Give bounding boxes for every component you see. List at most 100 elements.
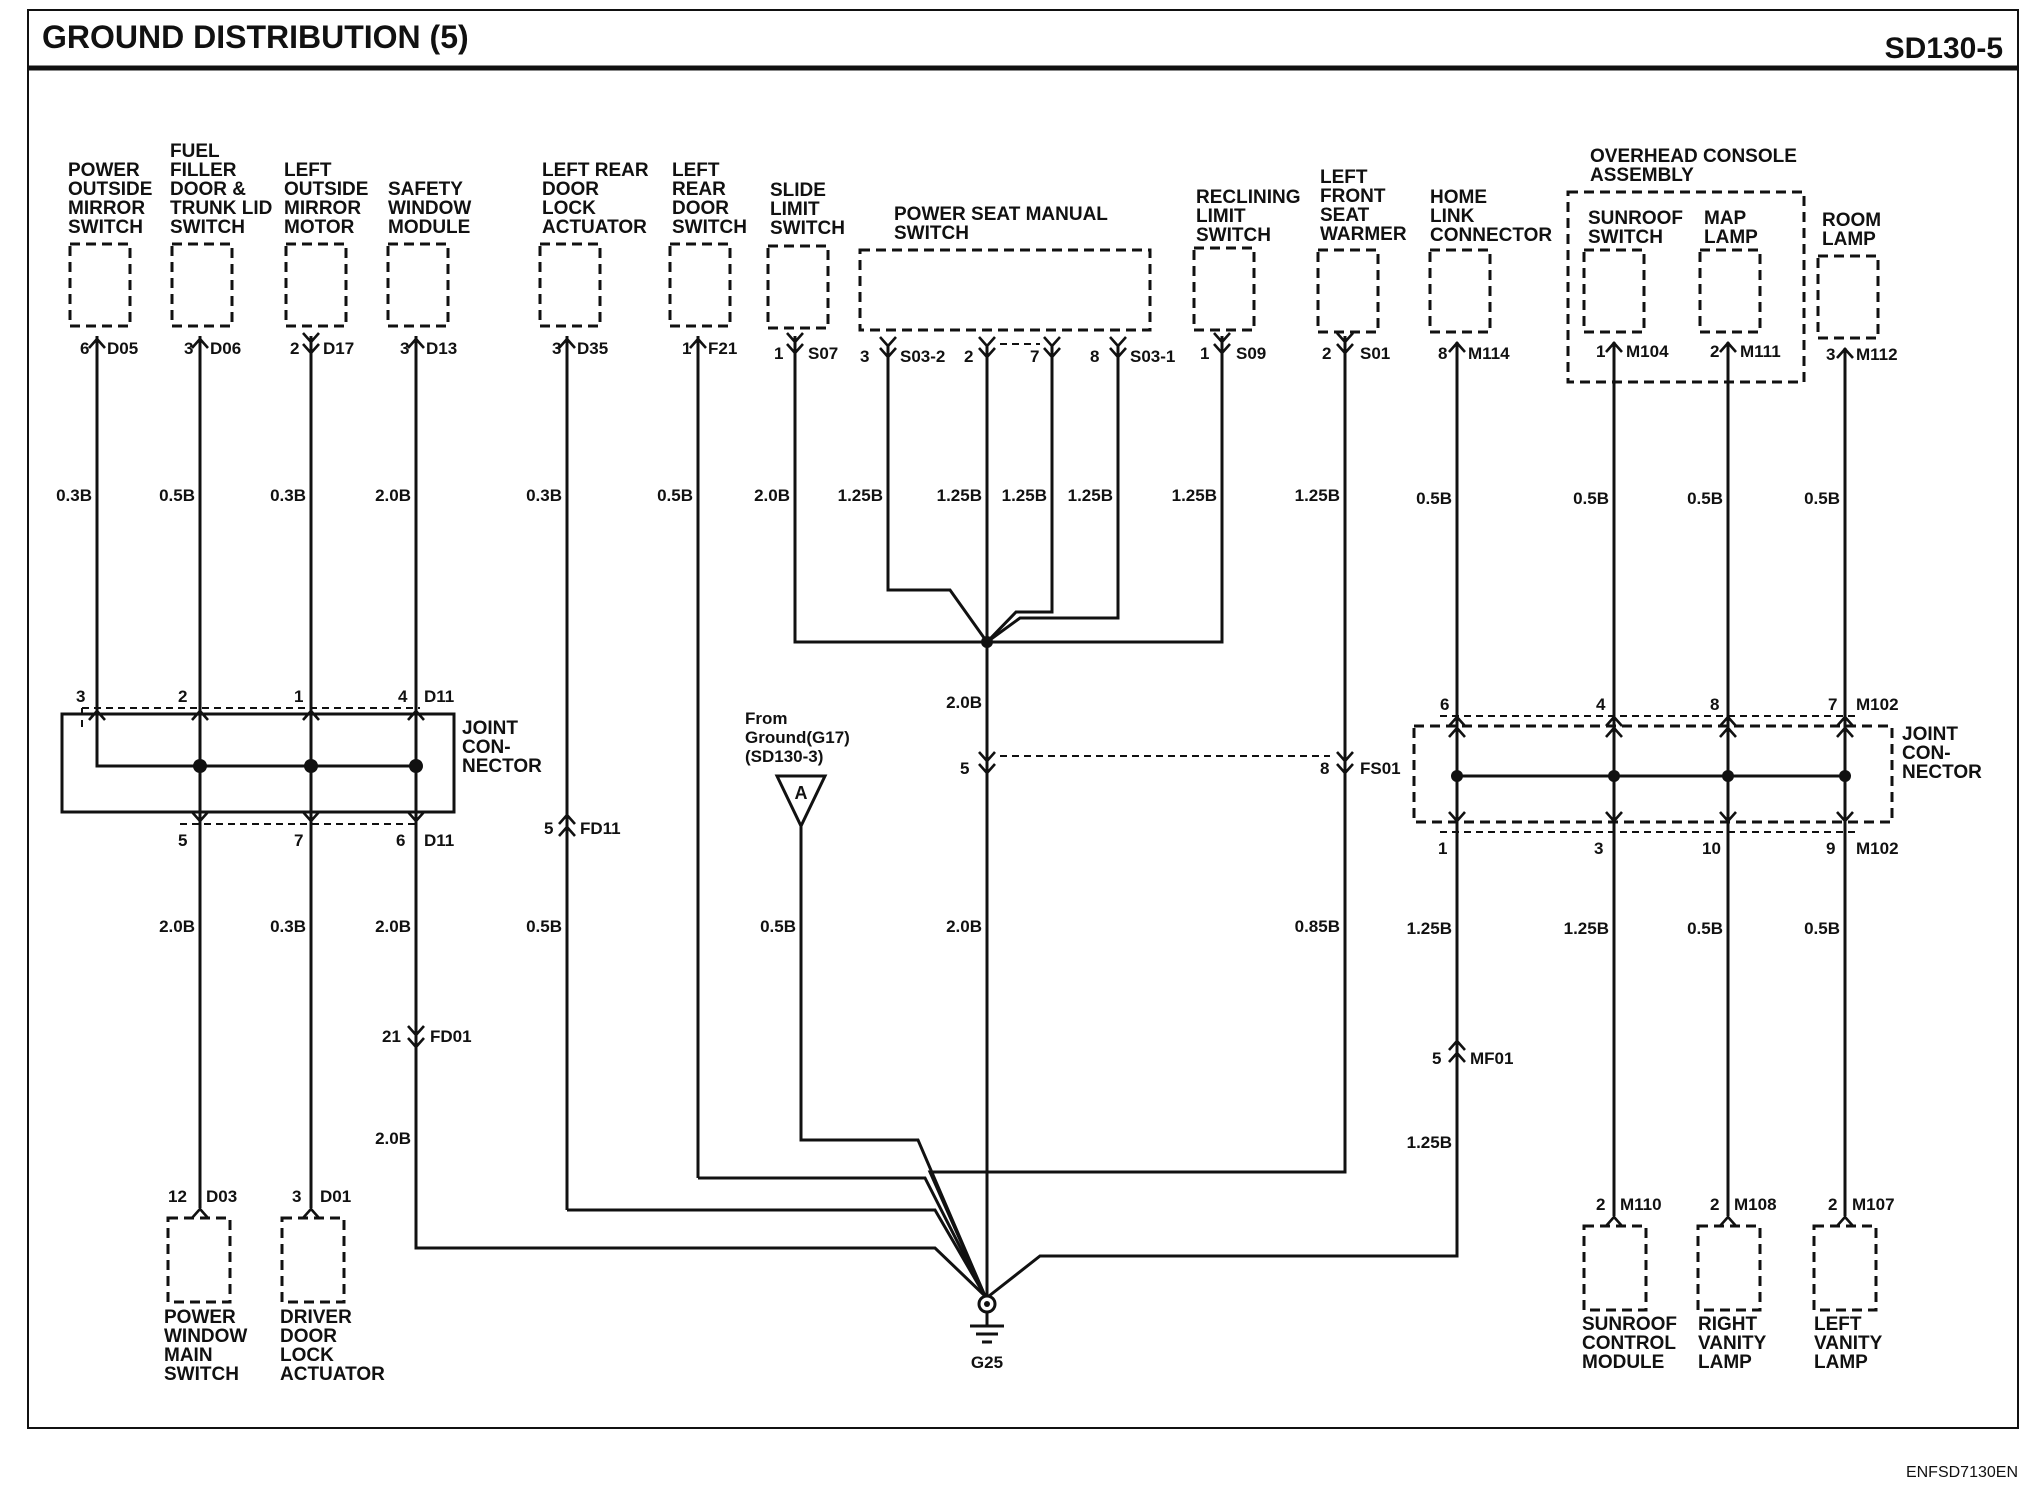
- terminal-d13: [407, 337, 425, 349]
- right-joint-node-4: [1839, 770, 1851, 782]
- terminal-s01: [1336, 332, 1354, 355]
- gauge-s09: 1.25B: [1172, 486, 1217, 505]
- gauge-s07: 2.0B: [754, 486, 790, 505]
- terminal-m107: [1836, 1215, 1854, 1227]
- pin-d03: 12: [168, 1187, 187, 1206]
- pin-d17: 2: [290, 339, 299, 358]
- conn-m107: M107: [1852, 1195, 1895, 1214]
- right-joint-bot-pin-3: 10: [1702, 839, 1721, 858]
- right-joint-bot-pin-1: 1: [1438, 839, 1447, 858]
- left-joint-top-pin-4: 4: [398, 687, 408, 706]
- conn-d06: D06: [210, 339, 241, 358]
- pin-s03-1: 8: [1090, 347, 1099, 366]
- gauge-seat-pin-2: 1.25B: [937, 486, 982, 505]
- gauge-home-link-after-mf01: 1.25B: [1407, 1133, 1452, 1152]
- pin-m114: 8: [1438, 344, 1447, 363]
- right-joint-top-pin-3: 8: [1710, 695, 1719, 714]
- terminal-m114: [1448, 341, 1466, 353]
- right-joint-top-conn: M102: [1856, 695, 1899, 714]
- wire-seat-pin-7: [985, 344, 1054, 644]
- pin-s03-2: 3: [860, 347, 869, 366]
- left-joint-bot-pin-2: 7: [294, 831, 303, 850]
- conn-fd01: FD01: [430, 1027, 472, 1046]
- gauge-m112: 0.5B: [1804, 489, 1840, 508]
- terminal-d05: [88, 337, 106, 349]
- terminal-d35: [558, 337, 576, 349]
- fuel-filler-switch-box: [170, 242, 234, 328]
- conn-s03-2: S03-2: [900, 347, 945, 366]
- conn-s07: S07: [808, 344, 838, 363]
- gauge-s01: 1.25B: [1295, 486, 1340, 505]
- left-front-seat-warmer-box: [1316, 248, 1380, 334]
- left-rear-door-switch-box: [668, 242, 732, 328]
- pin-d06: 3: [184, 339, 193, 358]
- pin-d13: 3: [400, 339, 409, 358]
- conn-m111: M111: [1740, 342, 1781, 361]
- overhead-console-assembly-box: [1566, 190, 1806, 384]
- footer-code: ENFSD7130EN: [1906, 1464, 2018, 1481]
- left-joint-bus: [95, 712, 418, 768]
- left-outside-mirror-motor-box: [284, 242, 348, 328]
- gauge-seat-trunk-lower: 2.0B: [946, 917, 982, 936]
- conn-m104: M104: [1626, 342, 1669, 361]
- ground-icon: [970, 1312, 1004, 1344]
- wire-s03-1: [986, 344, 1120, 644]
- terminal-d06: [191, 337, 209, 349]
- right-joint-node-1: [1451, 770, 1463, 782]
- gauge-d05: 0.3B: [56, 486, 92, 505]
- sunroof-switch-box: [1582, 248, 1646, 334]
- gauge-d06: 0.5B: [159, 486, 195, 505]
- gauge-f21: 0.5B: [657, 486, 693, 505]
- pin-m108: 2: [1710, 1195, 1719, 1214]
- conn-d01: D01: [320, 1187, 351, 1206]
- terminal-m110: [1605, 1215, 1623, 1227]
- wire-d35-to-ground: [567, 1208, 987, 1297]
- gauge-d13: 2.0B: [375, 486, 411, 505]
- terminal-m108: [1719, 1215, 1737, 1227]
- terminal-fs01-right: [1336, 751, 1354, 775]
- home-link-connector-box: [1428, 248, 1492, 334]
- gauge-seat-pin-7: 1.25B: [1002, 486, 1047, 505]
- gauge-left-vanity: 0.5B: [1804, 919, 1840, 938]
- power-window-main-switch-box: [166, 1216, 232, 1304]
- right-joint-node-2: [1608, 770, 1620, 782]
- ground-label: G25: [971, 1353, 1003, 1372]
- page-title: GROUND DISTRIBUTION (5): [42, 19, 469, 55]
- left-rear-door-lock-actuator-box: [538, 242, 602, 328]
- conn-mf01: MF01: [1470, 1049, 1513, 1068]
- terminal-fs01-left: [978, 751, 996, 775]
- gauge-d17: 0.3B: [270, 486, 306, 505]
- pin-m104: 1: [1596, 342, 1605, 361]
- pin-m110: 2: [1596, 1195, 1605, 1214]
- wire-s01: [927, 336, 1347, 1297]
- pin-s01: 2: [1322, 344, 1331, 363]
- left-joint-top-pin-3: 1: [294, 687, 303, 706]
- pin-m112: 3: [1826, 345, 1835, 364]
- right-joint-node-3: [1722, 770, 1734, 782]
- gauge-safety-window-lower: 2.0B: [375, 917, 411, 936]
- pin-mf01: 5: [1432, 1049, 1441, 1068]
- conn-d13: D13: [426, 339, 457, 358]
- gauge-driver-door-lock: 0.3B: [270, 917, 306, 936]
- right-joint-bot-pin-2: 3: [1594, 839, 1603, 858]
- gauge-sunroof-control: 1.25B: [1564, 919, 1609, 938]
- sunroof-control-module-box: [1582, 1224, 1648, 1312]
- left-joint-top-pin-2: 2: [178, 687, 187, 706]
- gauge-seat-trunk-upper: 2.0B: [946, 693, 982, 712]
- pin-seat-7: 7: [1030, 347, 1039, 366]
- terminal-s09: [1213, 332, 1231, 355]
- conn-s03-1: S03-1: [1130, 347, 1175, 366]
- gauge-power-window-main: 2.0B: [159, 917, 195, 936]
- ground-splice-center: [984, 1301, 990, 1307]
- wire-safety-to-ground: [414, 826, 987, 1298]
